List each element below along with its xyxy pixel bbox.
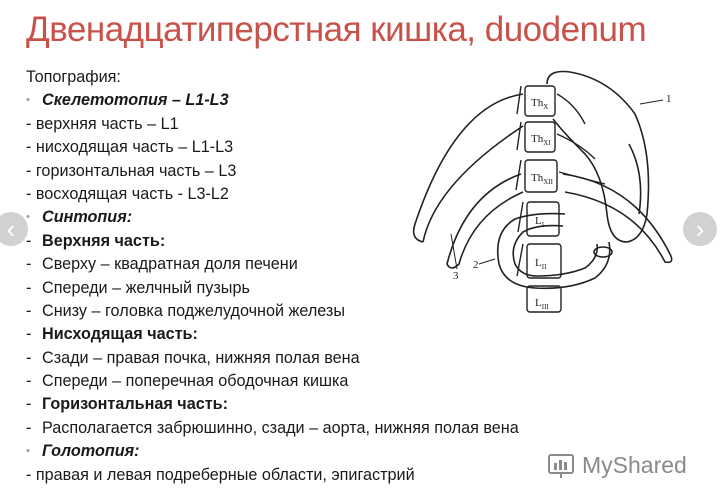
myshared-logo-icon bbox=[548, 454, 574, 478]
text-line: - восходящая часть - L3-L2 bbox=[26, 183, 626, 206]
duodenum-diagram: ThX ThXI ThXII LI LII LIII 1 2 3 bbox=[412, 70, 673, 313]
vertebra-label: LII bbox=[535, 257, 547, 271]
dash-marker: - bbox=[26, 418, 32, 437]
vertebra-thxii bbox=[524, 159, 558, 193]
vertebra-label: ThXI bbox=[531, 133, 551, 147]
line-text: - горизонтальная часть – L3 bbox=[26, 161, 237, 180]
text-line: -Сверху – квадратная доля печени bbox=[26, 253, 626, 276]
line-text: Нисходящая часть: bbox=[42, 325, 198, 344]
next-slide-button[interactable]: › bbox=[683, 212, 717, 246]
callout-number: 1 bbox=[666, 93, 672, 105]
ribs bbox=[412, 93, 673, 269]
dash-marker: - bbox=[26, 325, 32, 344]
vertebra-label: LI bbox=[535, 215, 545, 229]
slide-title: Двенадцатиперстная кишка, duodenum bbox=[26, 10, 647, 49]
text-line: -Нисходящая часть: bbox=[26, 323, 626, 346]
text-line: -Спереди – поперечная ободочная кишка bbox=[26, 370, 626, 393]
duodenum bbox=[496, 212, 613, 290]
dash-marker: - bbox=[26, 372, 32, 391]
vertebra-label: LIII bbox=[535, 297, 549, 311]
bullet-marker: • bbox=[26, 445, 30, 458]
text-line: • Скелетотопия – L1-L3 bbox=[26, 89, 626, 112]
text-line: • Голотопия: bbox=[26, 440, 626, 463]
bullet-marker: • bbox=[26, 94, 30, 107]
line-text: Синтопия: bbox=[42, 208, 133, 227]
line-text: Топография: bbox=[26, 68, 121, 86]
chevron-left-icon: ‹ bbox=[6, 214, 16, 244]
line-text: - правая и левая подреберные области, эп… bbox=[26, 465, 415, 484]
text-line: - правая и левая подреберные области, эп… bbox=[26, 464, 626, 487]
vertebra-l3 bbox=[526, 285, 562, 313]
line-text: - верхняя часть – L1 bbox=[26, 114, 179, 133]
slide-body: Топография: • Скелетотопия – L1-L3 - верхня… bbox=[26, 66, 626, 487]
dash-marker: - bbox=[26, 301, 32, 320]
text-line: Топография: bbox=[26, 66, 626, 89]
text-line: - горизонтальная часть – L3 bbox=[26, 160, 626, 183]
prev-slide-button[interactable]: ‹ bbox=[0, 212, 28, 246]
vertebra-label: ThX bbox=[531, 97, 548, 111]
bullet-marker: • bbox=[26, 211, 30, 224]
line-text: Голотопия: bbox=[42, 442, 140, 461]
stomach bbox=[546, 70, 650, 243]
text-line: -Сзади – правая почка, нижняя полая вена bbox=[26, 347, 626, 370]
line-text: Снизу – головка поджелудочной железы bbox=[42, 301, 345, 320]
text-line: -Верхняя часть: bbox=[26, 230, 626, 253]
line-text: - нисходящая часть – L1-L3 bbox=[26, 138, 234, 157]
text-line: -Горизонтальная часть: bbox=[26, 393, 626, 416]
text-line: -Снизу – головка поджелудочной железы bbox=[26, 300, 626, 323]
line-text: Располагается забрюшинно, сзади – аорта,… bbox=[42, 418, 519, 437]
text-line: - нисходящая часть – L1-L3 bbox=[26, 136, 626, 159]
dash-marker: - bbox=[26, 348, 32, 367]
text-line: • Синтопия: bbox=[26, 206, 626, 229]
line-text: Спереди – желчный пузырь bbox=[42, 278, 250, 297]
line-text: Верхняя часть: bbox=[42, 231, 166, 250]
text-line: - верхняя часть – L1 bbox=[26, 113, 626, 136]
watermark-text: MyShared bbox=[582, 451, 687, 478]
chevron-right-icon: › bbox=[695, 214, 705, 244]
line-text: - восходящая часть - L3-L2 bbox=[26, 184, 229, 203]
line-text: Скелетотопия – L1-L3 bbox=[42, 91, 229, 110]
line-text: Сверху – квадратная доля печени bbox=[42, 255, 298, 274]
spine bbox=[515, 85, 606, 313]
line-text: Спереди – поперечная ободочная кишка bbox=[42, 372, 349, 391]
line-text: Сзади – правая почка, нижняя полая вена bbox=[42, 348, 360, 367]
vertebra-l2 bbox=[526, 243, 562, 279]
text-line: -Располагается забрюшинно, сзади – аорта… bbox=[26, 417, 626, 440]
vertebra-thxi bbox=[524, 121, 556, 153]
dash-marker: - bbox=[26, 395, 32, 414]
line-text: Горизонтальная часть: bbox=[42, 395, 228, 414]
text-line: -Спереди – желчный пузырь bbox=[26, 277, 626, 300]
callout-number: 3 bbox=[453, 270, 459, 282]
vertebra-l1 bbox=[526, 201, 560, 237]
callout-number: 2 bbox=[473, 259, 479, 271]
dash-marker: - bbox=[26, 278, 32, 297]
watermark: MyShared bbox=[546, 448, 687, 482]
dash-marker: - bbox=[26, 255, 32, 274]
vertebra-label: ThXII bbox=[531, 172, 554, 186]
dash-marker: - bbox=[26, 231, 32, 250]
vertebra-thx bbox=[524, 85, 556, 117]
